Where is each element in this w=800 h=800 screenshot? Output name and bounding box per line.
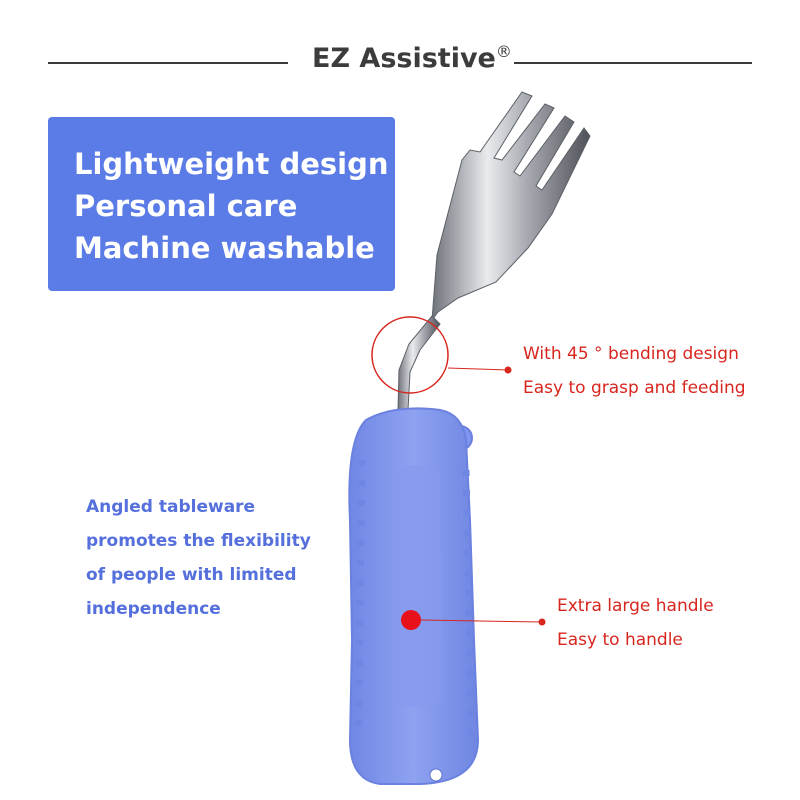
brand-title: EZ Assistive® — [312, 42, 512, 74]
handle-callout: Extra large handle Easy to handle — [557, 589, 714, 657]
description-line: promotes the flexibility — [86, 531, 311, 551]
brand-name: EZ Assistive — [312, 43, 496, 74]
description-text: Angled tableware promotes the flexibilit… — [86, 490, 311, 626]
brand-divider-right — [514, 62, 752, 64]
callout-line: With 45 ° bending design — [523, 344, 739, 364]
feature-line: Personal care — [74, 189, 298, 223]
handle-highlight-dot — [401, 610, 421, 630]
bend-highlight-ring — [371, 316, 449, 394]
handle-leader-dot — [538, 618, 546, 626]
bend-leader-dot — [504, 366, 512, 374]
description-line: Angled tableware — [86, 497, 256, 517]
brand-divider-left — [48, 62, 288, 64]
brand-header: EZ Assistive® — [48, 38, 752, 88]
feature-box: Lightweight design Personal care Machine… — [48, 117, 395, 291]
handle — [348, 407, 480, 785]
description-line: independence — [86, 599, 221, 619]
callout-line: Easy to grasp and feeding — [523, 378, 746, 398]
fork-head — [431, 91, 591, 322]
feature-line: Machine washable — [74, 231, 375, 265]
bend-callout: With 45 ° bending design Easy to grasp a… — [523, 337, 746, 405]
handle-leader-line — [420, 619, 543, 623]
bend-leader-line — [447, 367, 509, 371]
feature-line: Lightweight design — [74, 147, 389, 181]
callout-line: Extra large handle — [557, 596, 714, 616]
fork-shaft — [397, 315, 441, 411]
callout-line: Easy to handle — [557, 630, 683, 650]
registered-mark: ® — [495, 42, 512, 61]
description-line: of people with limited — [86, 565, 297, 585]
